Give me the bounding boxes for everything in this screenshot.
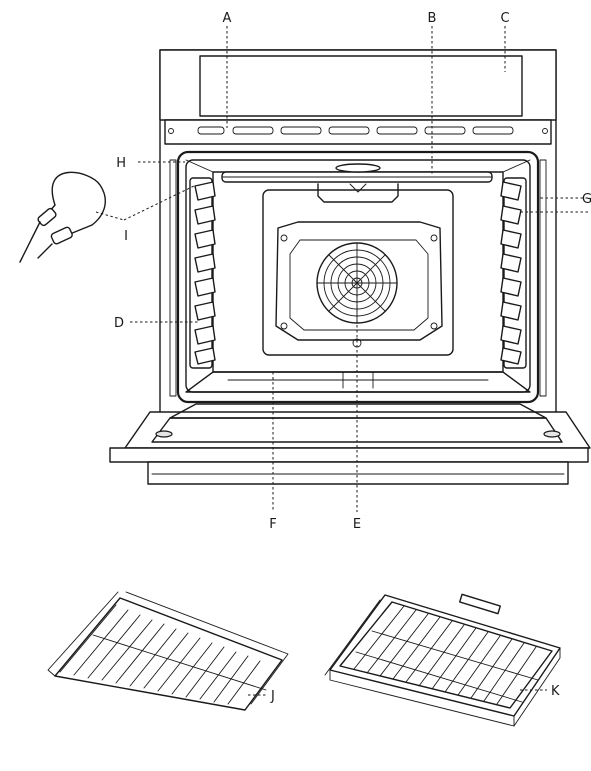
label-d: D bbox=[114, 316, 124, 331]
label-c: C bbox=[500, 11, 509, 26]
label-f: F bbox=[269, 517, 276, 532]
label-k: K bbox=[551, 684, 560, 699]
rear-panel bbox=[262, 189, 454, 356]
fan-cover bbox=[275, 221, 443, 341]
back-wall-bracket bbox=[317, 183, 399, 203]
temperature-probe bbox=[19, 171, 106, 263]
door-edge bbox=[109, 447, 589, 463]
vent-strip bbox=[164, 119, 552, 145]
flat-wire-rack bbox=[47, 591, 289, 711]
right-side-trim bbox=[539, 159, 547, 397]
vent-slots bbox=[168, 126, 548, 135]
oven-door-open bbox=[109, 403, 591, 485]
label-h: H bbox=[116, 156, 126, 171]
leader-lines bbox=[95, 26, 588, 696]
oven-floor bbox=[185, 371, 531, 393]
label-j: J bbox=[270, 689, 275, 704]
label-a: A bbox=[223, 11, 232, 26]
label-e: E bbox=[353, 517, 361, 532]
label-g: G bbox=[582, 192, 591, 207]
flat-rack-wires bbox=[59, 604, 267, 705]
left-side-trim bbox=[169, 159, 177, 397]
label-i: I bbox=[124, 229, 128, 244]
door-handle-bar bbox=[147, 461, 569, 485]
cavity-frame bbox=[176, 150, 540, 404]
telescopic-rack-wires bbox=[353, 605, 539, 705]
label-b: B bbox=[428, 11, 437, 26]
callout-labels: A B C G H I D E F J K bbox=[114, 11, 591, 704]
right-rack-supports bbox=[500, 177, 527, 369]
top-heating-element bbox=[221, 163, 493, 183]
telescopic-slide-handle bbox=[459, 593, 501, 615]
oven-body bbox=[109, 49, 591, 485]
left-rack-supports bbox=[189, 177, 216, 369]
telescopic-rack bbox=[324, 593, 561, 727]
control-display bbox=[199, 55, 523, 117]
